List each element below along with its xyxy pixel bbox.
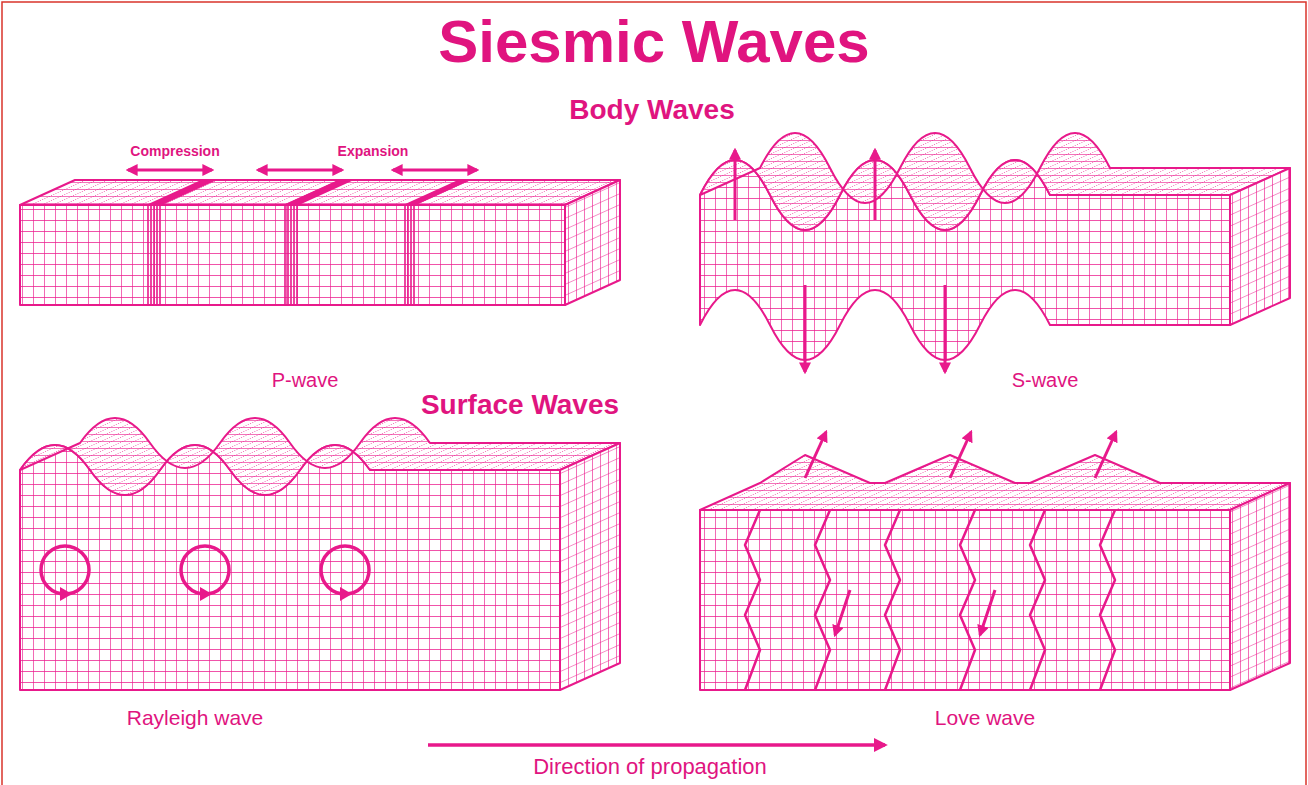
s-wave-block	[700, 133, 1290, 360]
arrow-label: Direction of propagation	[533, 755, 767, 779]
love-wave-arrows	[805, 432, 1116, 635]
propagation-arrow	[428, 743, 885, 747]
diagram-title: Siesmic Waves	[438, 9, 869, 75]
s-wave-arrows	[735, 150, 945, 372]
motion-label: Expansion	[335, 144, 412, 159]
love-block	[700, 455, 1290, 690]
rayleigh-block	[20, 418, 620, 690]
section-heading: Body Waves	[569, 95, 734, 126]
p-wave-block	[20, 180, 620, 305]
wave-label: P-wave	[272, 369, 339, 391]
wave-label: Love wave	[935, 706, 1035, 729]
wave-label: S-wave	[1012, 369, 1079, 391]
orbit-arrowheads	[60, 587, 352, 601]
motion-label: Compression	[127, 144, 222, 159]
compression-arrows	[128, 169, 477, 172]
particle-orbits	[41, 546, 369, 594]
wave-label: Rayleigh wave	[127, 706, 264, 729]
section-heading: Surface Waves	[421, 390, 619, 421]
